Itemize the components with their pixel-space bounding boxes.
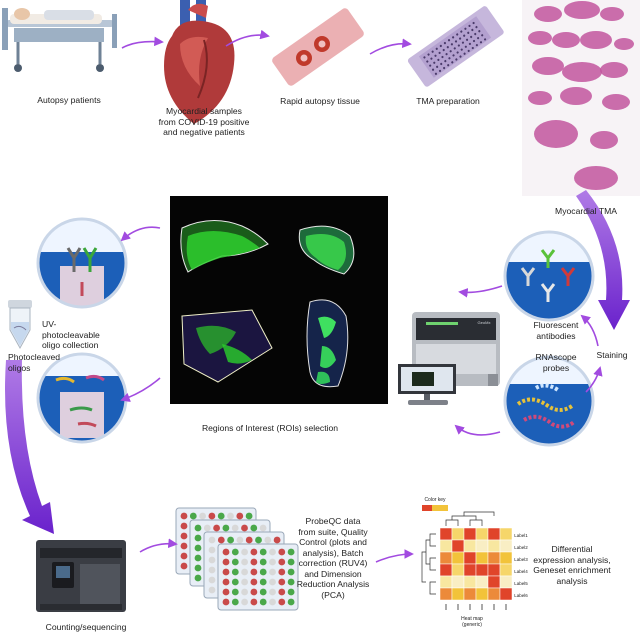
label-autopsy-patients: Autopsy patients	[37, 95, 101, 105]
instrument-label: GeoMx	[477, 320, 491, 325]
label-roi-selection: Regions of Interest (ROIs) selection	[201, 423, 339, 433]
label-counting: Counting/sequencing	[45, 622, 127, 632]
heatmap-row-label-5: Label5	[514, 581, 528, 586]
label-probeqc: ProbeQC data from suite, Quality Control…	[296, 516, 370, 600]
sequencer-icon	[36, 540, 126, 612]
heatmap-color-key-label: Color key	[424, 497, 446, 503]
big-arrow-staining	[576, 190, 630, 330]
label-rnascope-probes: RNAscope probes	[535, 352, 577, 373]
antibody-circle	[503, 230, 595, 322]
tma-slide-icon	[407, 6, 504, 87]
heatmap-icon	[421, 505, 513, 610]
label-fluorescent-antibodies: Fluorescent antibodies	[533, 320, 579, 341]
tissue-slide-icon	[272, 8, 364, 86]
big-arrow-counting	[5, 360, 54, 534]
label-staining: Staining	[596, 350, 628, 360]
sample-plates-icon	[175, 507, 299, 611]
collection-tube-icon	[8, 300, 32, 350]
label-tma-preparation: TMA preparation	[416, 96, 480, 106]
label-myocardial-samples: Myocardial samples from COVID-19 positiv…	[158, 106, 250, 137]
label-myocardial-tma: Myocardial TMA	[555, 206, 617, 216]
uv-cleavage-circle	[36, 217, 128, 309]
heatmap-row-label-3: Label3	[514, 557, 528, 562]
label-photocleaved-oligos: Photocleaved oligos	[8, 352, 61, 373]
heatmap-row-label-4: Label4	[514, 569, 528, 574]
label-uv-oligo: UV-photocleavable oligo collection	[42, 319, 100, 350]
instrument-icon	[398, 312, 500, 405]
label-rapid-autopsy: Rapid autopsy tissue	[280, 96, 360, 106]
rnascope-circle	[503, 355, 595, 447]
roi-images-panel	[170, 196, 388, 404]
plate-4	[217, 543, 299, 611]
label-differential: Differential expression analysis, Genese…	[533, 544, 611, 586]
photocleaved-oligos-circle	[36, 352, 128, 444]
heatmap-row-label-2: Label2	[514, 545, 528, 550]
flow-arrows	[120, 29, 603, 563]
heatmap-caption: Heat map (generic)	[461, 616, 483, 628]
myocardial-tma-panel	[522, 0, 640, 196]
hospital-bed-icon	[2, 8, 117, 72]
heart-icon	[164, 0, 235, 124]
heatmap-row-label-1: Label1	[514, 533, 528, 538]
heatmap-row-label-6: Label6	[514, 593, 528, 598]
